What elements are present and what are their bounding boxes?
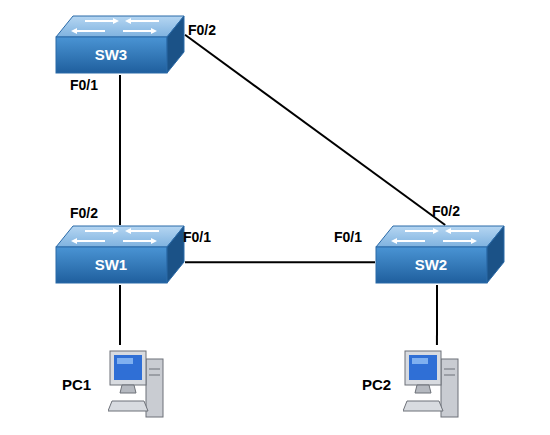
port-label: F0/1 (334, 229, 362, 245)
port-label: F0/2 (188, 22, 216, 38)
port-label: F0/1 (70, 77, 98, 93)
switch-label: SW3 (55, 37, 167, 73)
pc-node: PC1 (62, 345, 165, 423)
pc-label: PC1 (62, 376, 91, 393)
network-link (119, 285, 121, 345)
switch-icon (375, 225, 505, 285)
switch-label: SW2 (375, 247, 487, 283)
port-label: F0/2 (432, 203, 460, 219)
switch-icon (55, 225, 185, 285)
switch-node: SW1 (55, 225, 185, 285)
pc-node: PC2 (362, 345, 460, 423)
switch-node: SW3 (55, 15, 185, 75)
switch-node: SW2 (375, 225, 505, 285)
network-link (119, 75, 121, 225)
pc-icon (108, 345, 165, 423)
pc-label: PC2 (362, 376, 391, 393)
port-label: F0/1 (183, 229, 211, 245)
network-link (185, 35, 445, 225)
pc-icon (403, 345, 460, 423)
port-label: F0/2 (70, 205, 98, 221)
network-link (436, 285, 438, 345)
switch-label: SW1 (55, 247, 167, 283)
switch-icon (55, 15, 185, 75)
network-link (185, 261, 375, 263)
